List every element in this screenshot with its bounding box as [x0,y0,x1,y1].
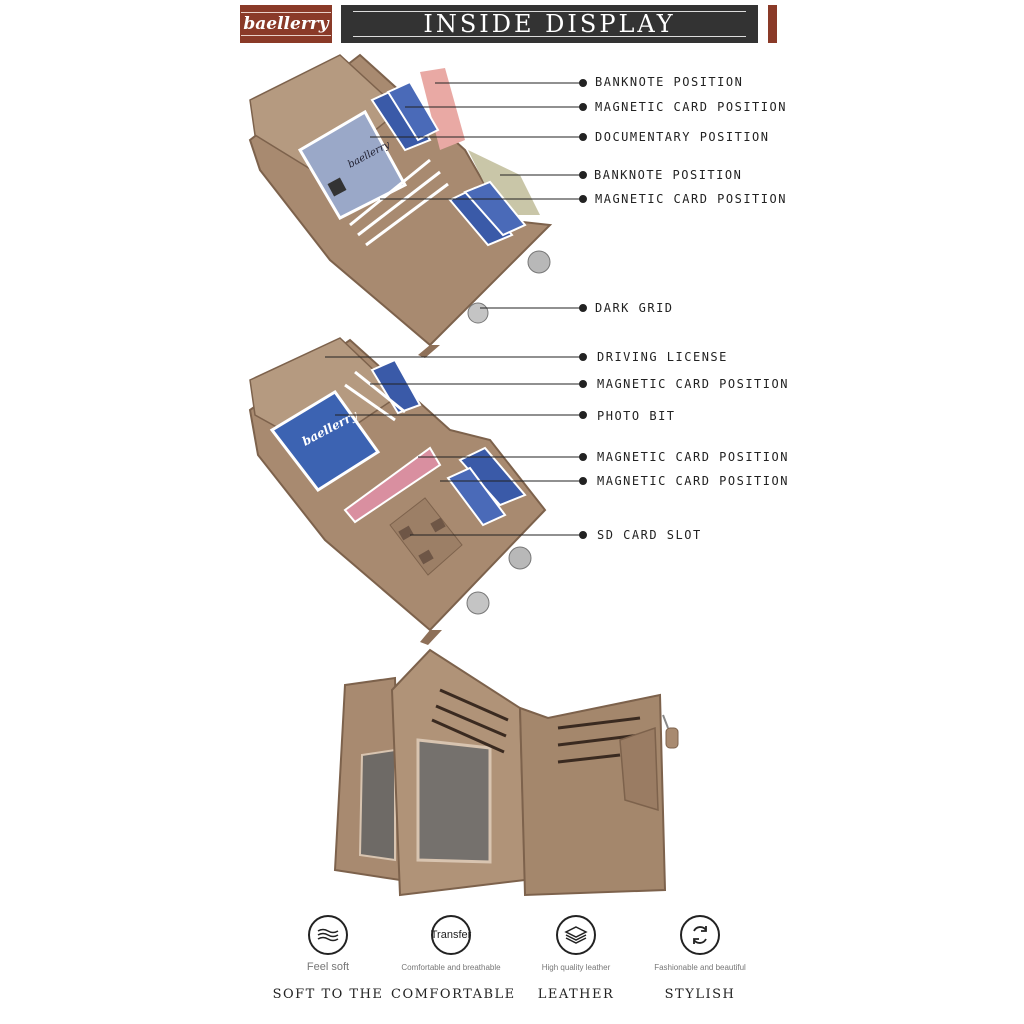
feature-stylish: Fashionable and beautiful STYLISH [640,915,760,1002]
layers-icon [556,915,596,955]
feature-comfortable-caption: COMFORTABLE [391,987,516,1002]
wallet-closed-bottom [333,648,679,897]
title-bar: INSIDE DISPLAY [341,5,758,43]
feature-soft-sub: Feel soft [306,961,350,973]
feature-stylish-sub: Fashionable and beautiful [654,963,746,972]
feature-comfortable-sub: Comfortable and breathable [401,963,501,972]
feature-leather-caption: LEATHER [537,987,615,1002]
callout-documentary-position: DOCUMENTARY POSITION [595,130,770,144]
callout-driving-license: DRIVING LICENSE [597,350,728,364]
feature-leather-sub: High quality leather [541,963,611,972]
callout-magnetic-card-position-2: MAGNETIC CARD POSITION [595,192,787,206]
callout-banknote-position-2: BANKNOTE POSITION [594,168,743,182]
callout-dark-grid: DARK GRID [595,301,674,315]
feature-comfortable: Transfer Comfortable and breathable COMF… [391,915,516,1002]
brand-logo: baellerry [240,5,332,43]
refresh-icon [680,915,720,955]
wallet1-leader-lines [370,79,587,312]
callout-magnetic-card-position-1: MAGNETIC CARD POSITION [595,100,787,114]
waves-icon [308,915,348,955]
transfer-icon-text: Transfer [430,929,472,941]
feature-leather: High quality leather LEATHER [516,915,636,1002]
page-title: INSIDE DISPLAY [423,10,676,38]
callout-photo-bit: PHOTO BIT [597,409,676,423]
wallet-open-middle: baellerry [248,337,547,645]
callout-banknote-position-1: BANKNOTE POSITION [595,75,744,89]
wallet2-leader-lines [325,353,587,539]
callout-sd-card-slot: SD CARD SLOT [597,528,702,542]
transfer-icon: Transfer [431,915,471,955]
callout-magnetic-card-position-5: MAGNETIC CARD POSITION [597,474,789,488]
wallet-open-top: baellerry [248,53,553,358]
feature-soft: Feel soft SOFT TO THE [268,915,388,1002]
feature-soft-caption: SOFT TO THE [272,987,384,1002]
callout-magnetic-card-position-3: MAGNETIC CARD POSITION [597,377,789,391]
callout-magnetic-card-position-4: MAGNETIC CARD POSITION [597,450,789,464]
title-end-bar [768,5,777,43]
feature-stylish-caption: STYLISH [664,987,736,1002]
brand-logo-text: baellerry [241,12,331,36]
